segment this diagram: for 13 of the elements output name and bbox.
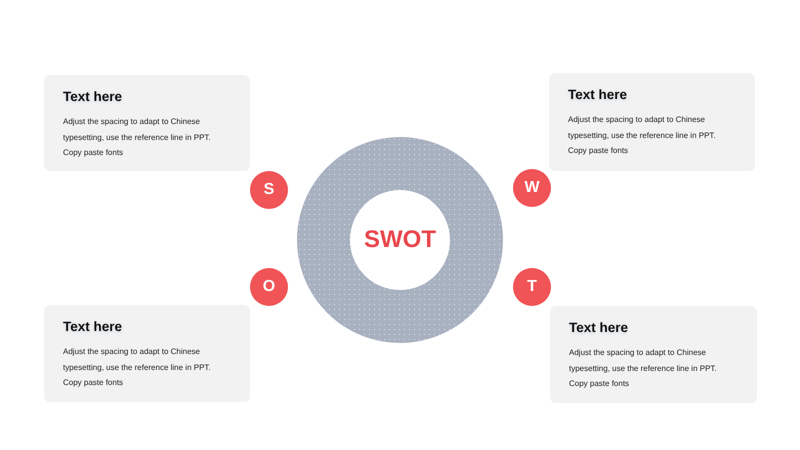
letter-circle: O	[250, 268, 288, 306]
center-title: SWOT	[364, 226, 436, 254]
card-body-text: Adjust the spacing to adapt to Chinese typesetting, use the reference line in PPT. Copy paste fonts	[568, 114, 717, 157]
card-body-text: Adjust the spacing to adapt to Chinese typesetting, use the reference line in PPT. Copy paste fonts	[569, 347, 718, 390]
letter-circle: W	[513, 169, 551, 207]
card-body-text: Adjust the spacing to adapt to Chinese typesetting, use the reference line in PPT. Copy paste fonts	[63, 116, 212, 159]
card-title: Text here	[63, 88, 122, 106]
card-title: Text here	[63, 318, 122, 336]
card-body-text: Adjust the spacing to adapt to Chinese typesetting, use the reference line in PPT. Copy paste fonts	[63, 346, 212, 389]
card-title: Text here	[569, 319, 628, 337]
card-title: Text here	[568, 86, 628, 104]
letter-circle: T	[513, 268, 551, 306]
letter-circle: S	[250, 171, 288, 209]
